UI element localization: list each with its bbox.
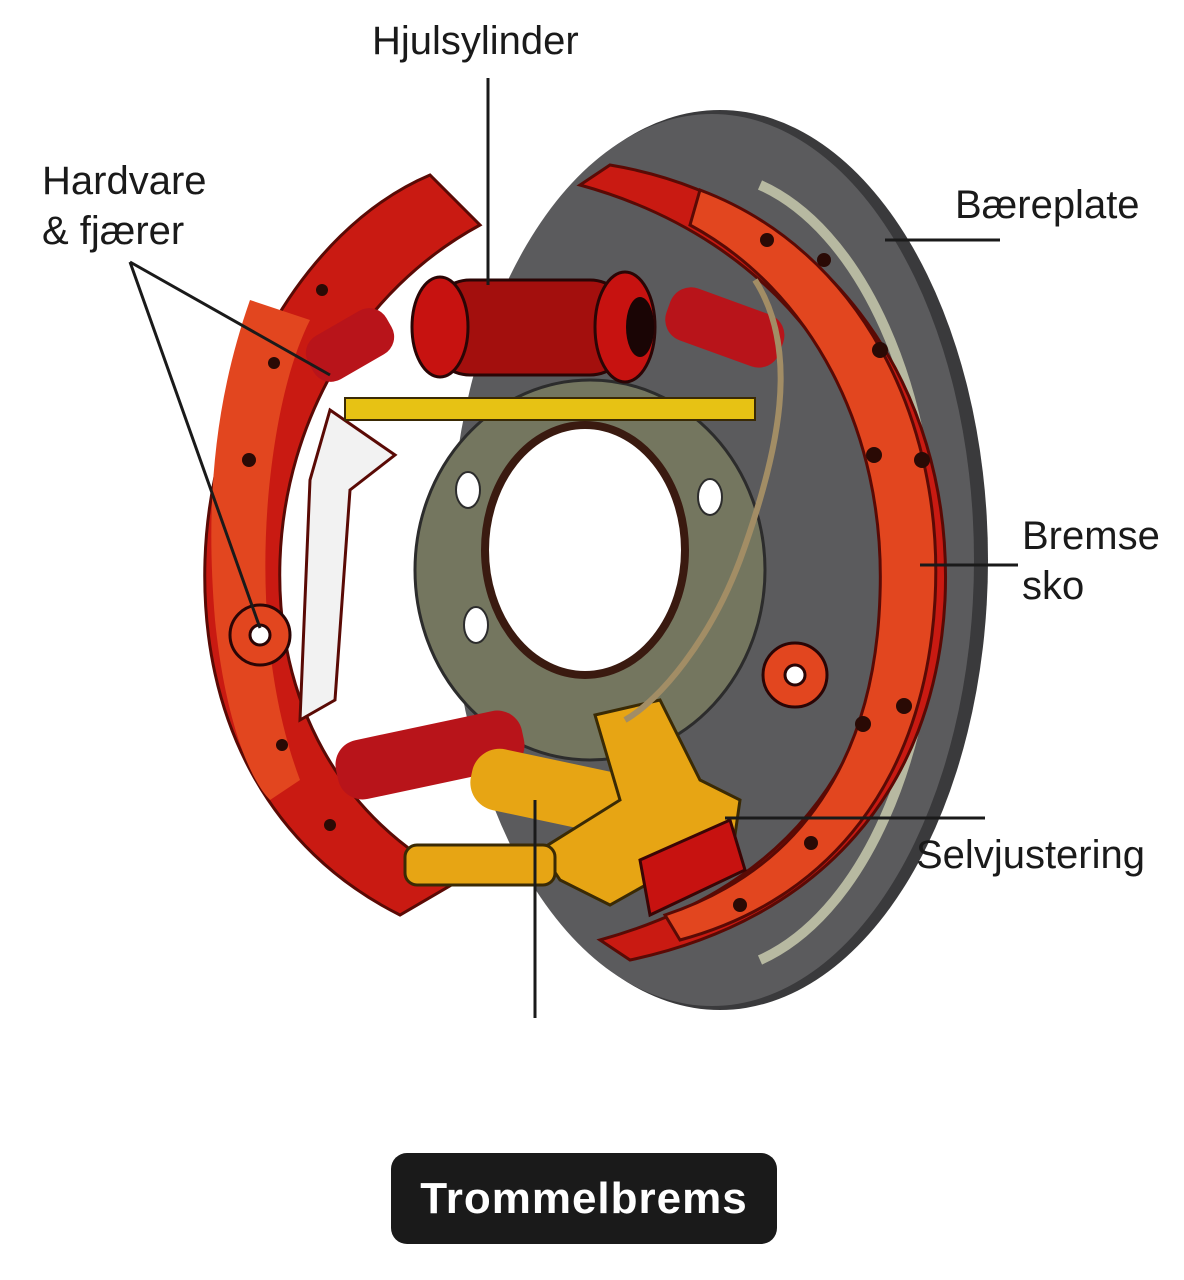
adjuster-cable [623, 278, 784, 723]
hub [413, 378, 767, 762]
label-wheel-cylinder: Hjulsylinder [372, 16, 579, 66]
label-backing-plate-text: Bæreplate [955, 183, 1140, 227]
rivets [242, 233, 930, 912]
leader-lines [128, 78, 1018, 1018]
label-hardware-line2: & fjærer [42, 209, 185, 253]
self-adjuster [403, 698, 747, 918]
diagram-caption: Trommelbrems [391, 1153, 777, 1244]
label-hardware-line1: Hardvare [42, 159, 207, 203]
label-brake-shoe: Bremse sko [1022, 511, 1160, 611]
hold-down-pin-right [761, 641, 829, 709]
strut-bar [344, 397, 756, 421]
springs [305, 287, 785, 834]
wheel-cylinder [410, 270, 657, 384]
label-self-adjuster-text: Selvjustering [916, 833, 1146, 877]
label-wheel-cylinder-text: Hjulsylinder [372, 19, 579, 63]
label-hardware-springs: Hardvare & fjærer [42, 156, 207, 256]
label-backing-plate: Bæreplate [955, 180, 1140, 230]
hold-down-pin-left [228, 603, 292, 667]
label-self-adjuster: Selvjustering [916, 830, 1145, 880]
brake-shoe-rim [576, 163, 948, 962]
label-brake-shoe-line2: sko [1022, 564, 1085, 608]
label-brake-shoe-line1: Bremse [1022, 514, 1160, 558]
